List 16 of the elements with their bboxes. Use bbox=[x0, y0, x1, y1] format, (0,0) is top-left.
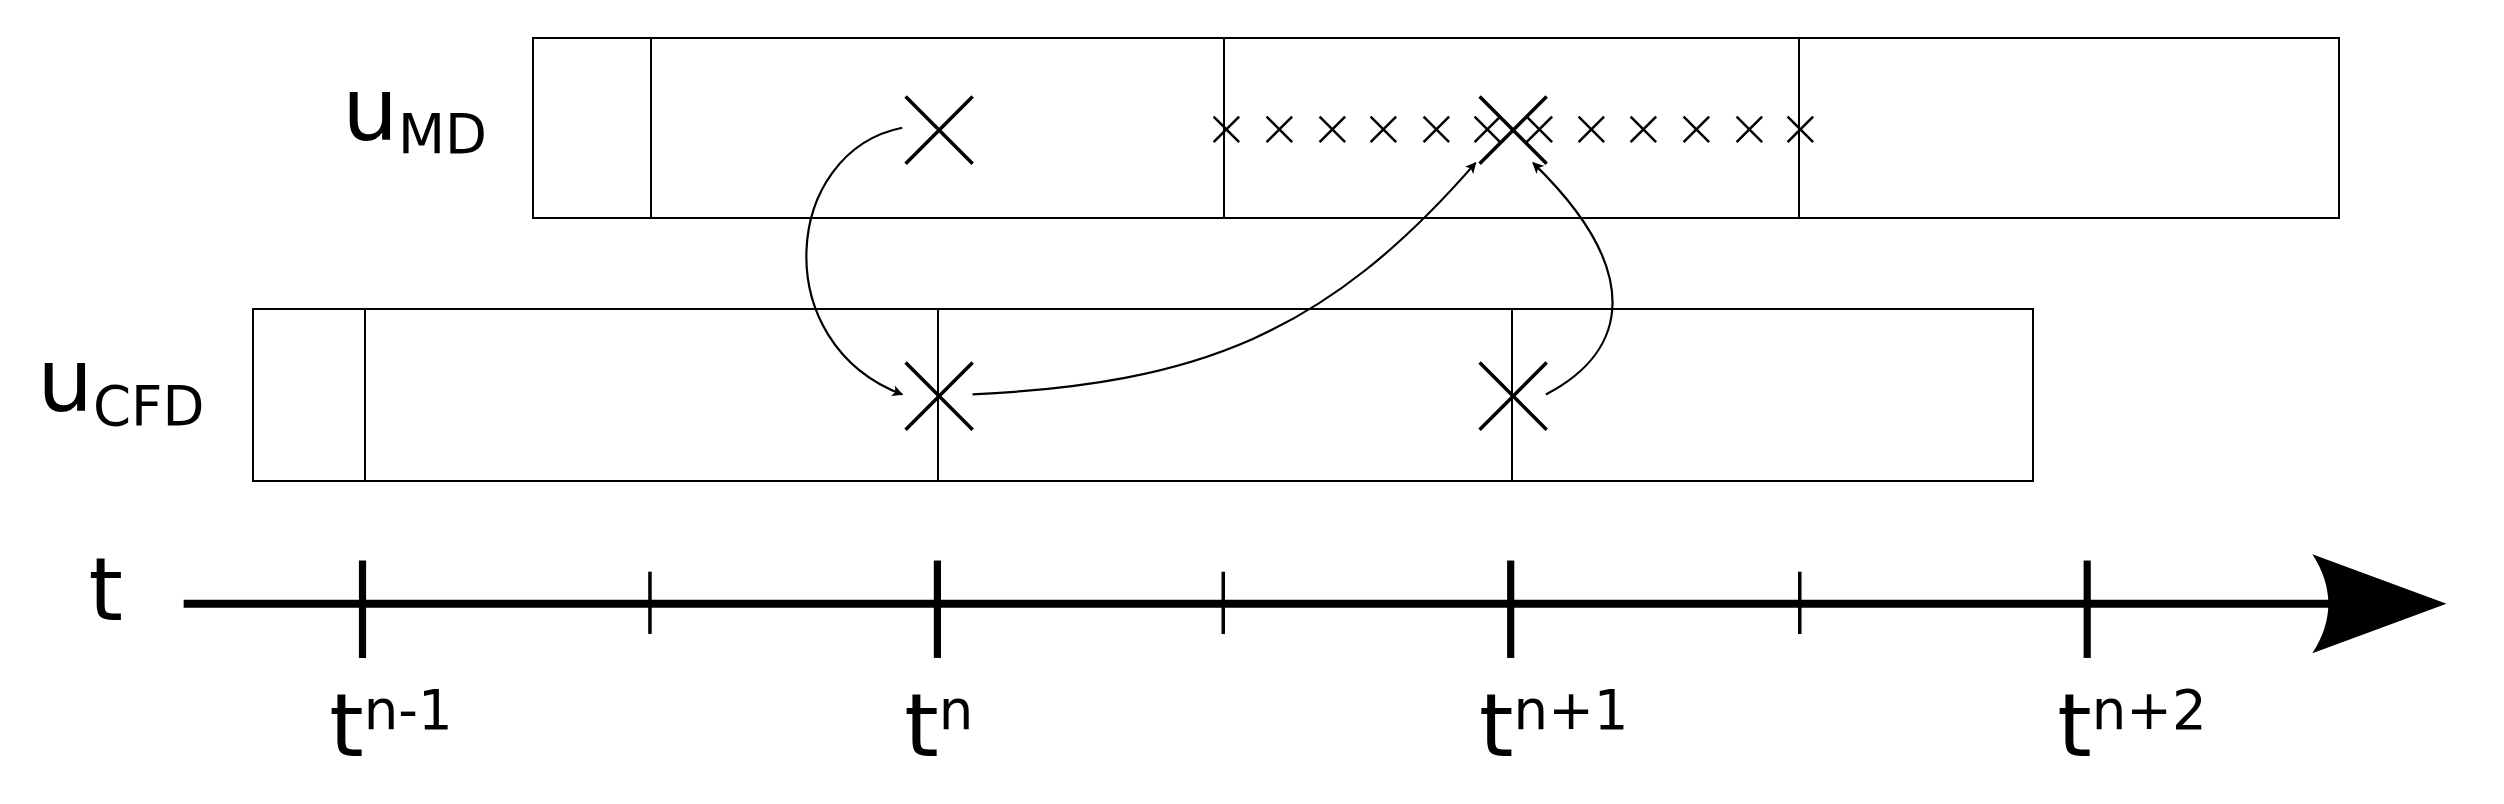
cross-mark bbox=[904, 94, 975, 165]
tick-label: t$^{n-1}$ bbox=[329, 681, 453, 770]
axis-label: t bbox=[88, 546, 124, 635]
curved-arrow bbox=[805, 126, 904, 396]
variable-label: u$_{MD}$ bbox=[342, 65, 488, 154]
timeline-bar bbox=[531, 36, 2340, 219]
curved-arrow bbox=[1532, 162, 1614, 396]
variable-label: u$_{CFD}$ bbox=[37, 337, 205, 426]
tick-label: t$^{n+2}$ bbox=[2057, 681, 2207, 770]
tick-label: t$^{n+1}$ bbox=[1479, 681, 1629, 770]
timeline-bar bbox=[252, 308, 2035, 483]
curved-arrow bbox=[972, 162, 1477, 396]
cross-mark bbox=[1477, 361, 1548, 432]
cross-mark bbox=[904, 361, 975, 432]
cross-mark bbox=[1477, 94, 1548, 165]
tick-label: t$^{n}$ bbox=[904, 681, 974, 770]
